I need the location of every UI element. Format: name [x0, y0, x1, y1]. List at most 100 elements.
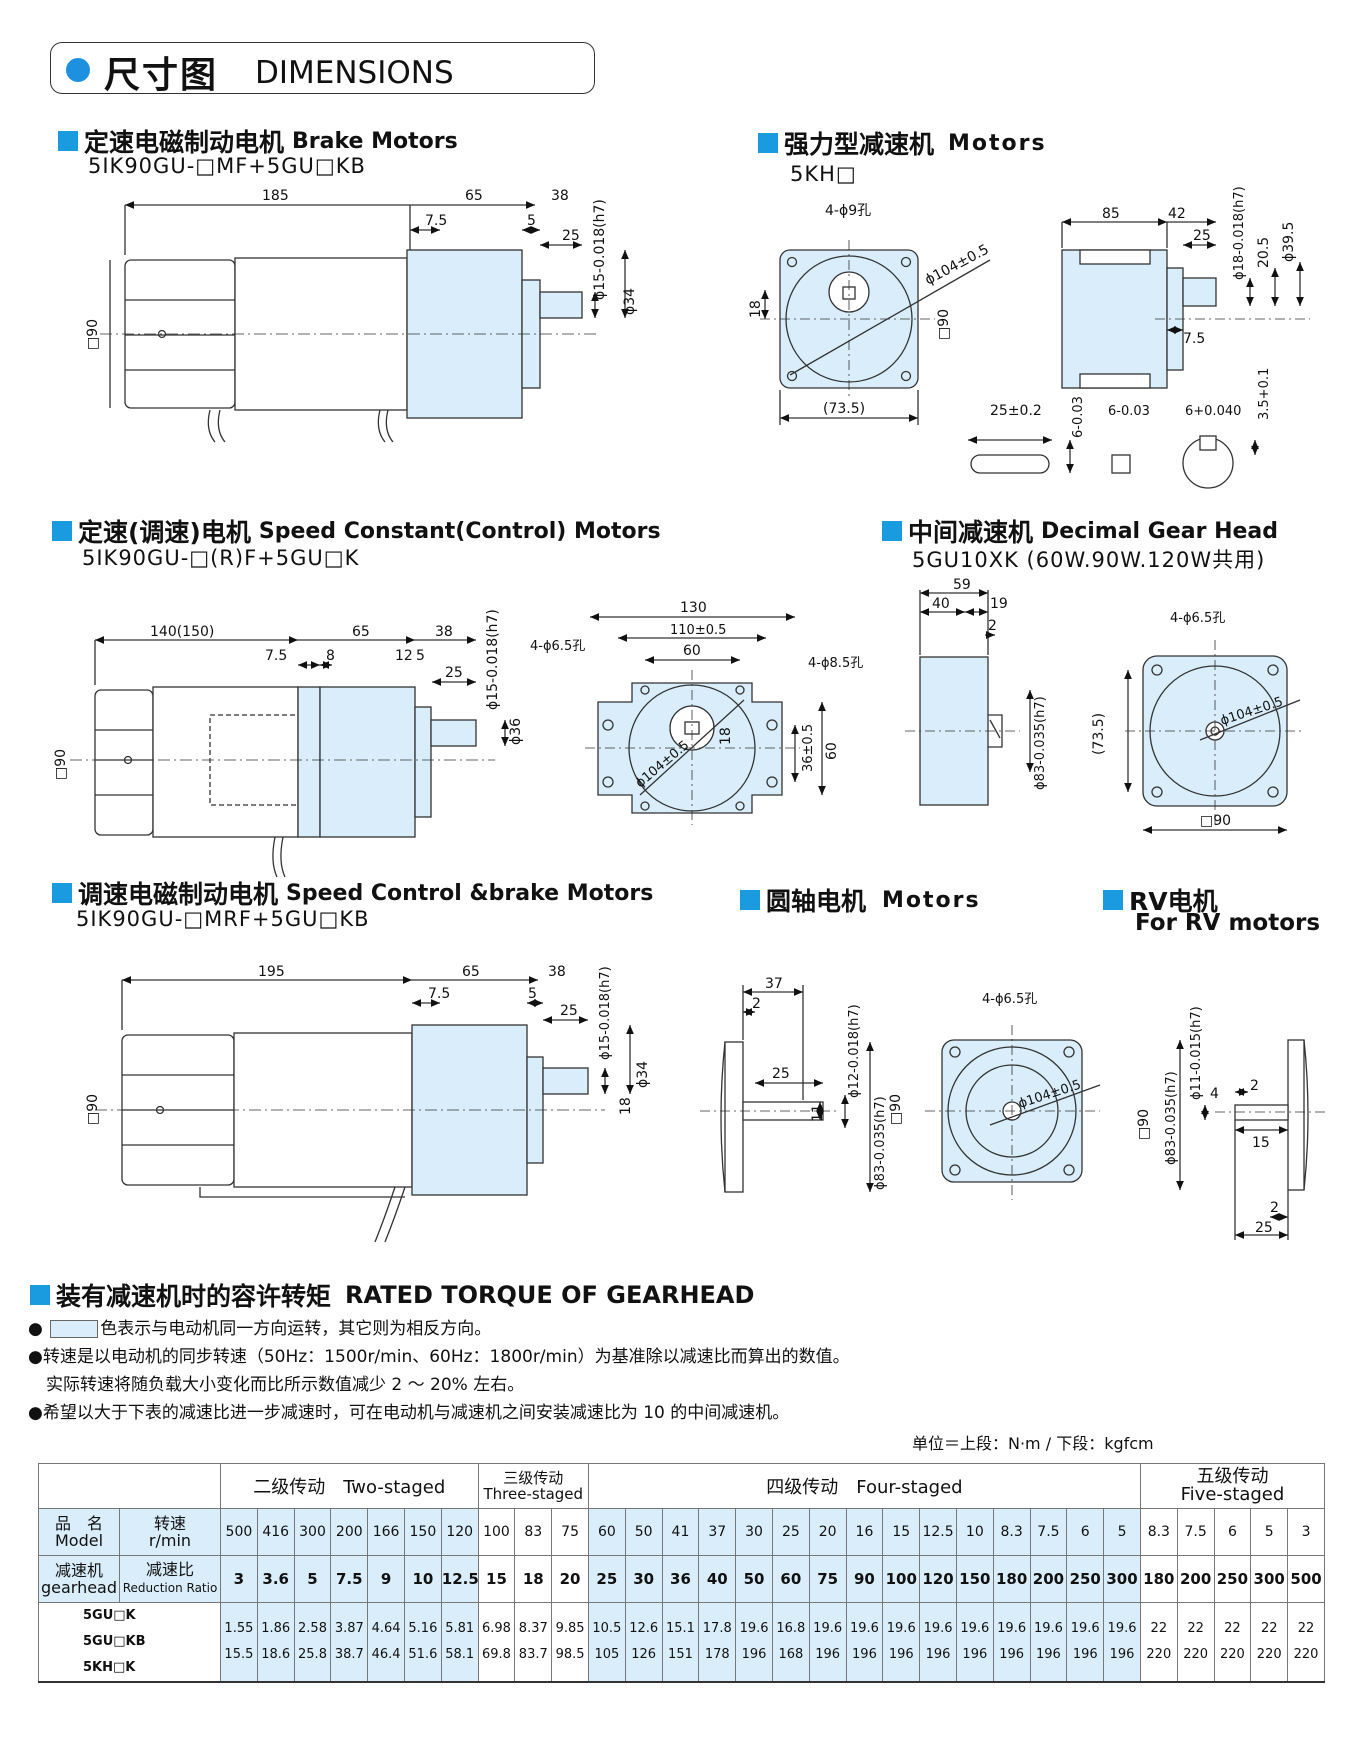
- speed-cell: 25: [771, 1508, 810, 1556]
- square-bullet-icon: [1103, 890, 1123, 910]
- drawing-round-front: [925, 1025, 1101, 1200]
- speed-cell: 3: [1287, 1508, 1325, 1556]
- group-label: 三级传动: [503, 1469, 564, 1487]
- torque-nm: 3.87: [334, 1621, 364, 1636]
- dim-text: 5: [527, 213, 536, 229]
- dim-text: 4-ϕ6.5孔: [982, 992, 1037, 1007]
- dim-text: ϕ15-0.018(h7): [592, 199, 608, 300]
- section-title-cn: RV电机: [1129, 887, 1218, 916]
- torque-kgfcm: 126: [631, 1647, 657, 1662]
- model-name: 5GU□KB: [83, 1634, 146, 1649]
- label-text: 减速比: [145, 1560, 194, 1579]
- dim-text: 7.5: [425, 213, 447, 229]
- label-text: 转速: [153, 1514, 186, 1533]
- dim-text: 130: [680, 600, 707, 616]
- torque-nm: 19.6: [1033, 1621, 1063, 1636]
- dim-text: ϕ15-0.018(h7): [485, 609, 501, 710]
- model-decimal: 5GU10XK (60W.90W.120W共用): [912, 548, 1266, 572]
- section-speed-constant: 定速(调速)电机 Speed Constant(Control) Motors: [52, 513, 661, 549]
- dim-text: 65: [352, 624, 370, 640]
- section-title-cn: 圆轴电机: [766, 887, 867, 916]
- torque-nm: 19.6: [886, 1621, 916, 1636]
- dim-text: 38: [548, 964, 566, 980]
- speed-cell: 12.5: [919, 1508, 957, 1556]
- group-label: Three-staged: [483, 1485, 584, 1503]
- drawing-strong-side: [1061, 218, 1310, 389]
- torque-kgfcm: 178: [704, 1647, 730, 1662]
- section-title-cn: 强力型减速机: [784, 130, 935, 159]
- label-text: 品 名: [54, 1514, 103, 1533]
- torque-kgfcm: 196: [1109, 1647, 1135, 1662]
- model-speed: 5IK90GU-□(R)F+5GU□K: [82, 546, 360, 570]
- dim-text: 60: [824, 742, 840, 760]
- torque-kgfcm: 168: [778, 1647, 804, 1662]
- group-four-staged: 四级传动 Four-staged: [587, 1463, 1141, 1509]
- group-label: 五级传动: [1196, 1466, 1269, 1487]
- drawing-flange-front: [585, 613, 826, 825]
- section-brake-motors: 定速电磁制动电机 Brake Motors: [58, 123, 458, 159]
- drawing-rv-motor: [1176, 1039, 1325, 1240]
- note-speed: ●转速是以电动机的同步转速（50Hz：1500r/min、60Hz：1800r/…: [28, 1347, 850, 1367]
- dim-text: ϕ36: [508, 718, 524, 745]
- group-label: Five-staged: [1180, 1484, 1285, 1505]
- note-text: 色表示与电动机同一方向运转，其它则为相反方向。: [100, 1319, 492, 1339]
- speed-cell: 30: [735, 1508, 773, 1556]
- speed-cell: 120: [440, 1508, 479, 1556]
- note-direction: ● 色表示与电动机同一方向运转，其它则为相反方向。: [28, 1319, 492, 1339]
- page-title-en: DIMENSIONS: [255, 55, 454, 91]
- torque-cell: 1.86 18.6: [256, 1602, 295, 1683]
- dim-text: ϕ83-0.035(h7): [1164, 1071, 1179, 1165]
- dim-text: 185: [262, 188, 289, 204]
- torque-kgfcm: 18.6: [261, 1647, 291, 1662]
- dim-text: 15: [1252, 1135, 1270, 1151]
- torque-nm: 9.85: [555, 1621, 585, 1636]
- ratio-cell: 10: [403, 1555, 442, 1603]
- label-text: gearhead: [40, 1578, 118, 1597]
- torque-nm: 6.98: [482, 1621, 511, 1636]
- section-title-en: Speed Constant(Control) Motors: [258, 518, 661, 544]
- torque-nm: 1.86: [261, 1621, 291, 1636]
- ratio-cell: 36: [661, 1555, 700, 1603]
- speed-cell: 150: [403, 1508, 442, 1556]
- torque-cell: 19.6 196: [735, 1602, 773, 1683]
- speed-cell: 8.3: [1139, 1508, 1178, 1556]
- rv-subtitle-en: For RV motors: [1135, 910, 1321, 936]
- ratio-cell: 5: [293, 1555, 332, 1603]
- dim-text: 18: [618, 1097, 634, 1115]
- page-title-cn: 尺寸图: [104, 55, 219, 96]
- dim-text: 25: [772, 1066, 790, 1082]
- torque-kgfcm: 220: [1256, 1647, 1282, 1662]
- torque-nm: 10.5: [592, 1621, 622, 1636]
- section-speed-brake: 调速电磁制动电机 Speed Control &brake Motors: [52, 875, 653, 911]
- speed-cell: 300: [293, 1508, 332, 1556]
- ratio-cell: 60: [771, 1555, 810, 1603]
- speed-cell: 50: [624, 1508, 663, 1556]
- dim-text: 2: [1250, 1078, 1259, 1094]
- torque-kgfcm: 151: [668, 1647, 693, 1662]
- torque-nm: 22: [1187, 1621, 1204, 1636]
- torque-kgfcm: 196: [925, 1647, 951, 1662]
- torque-nm: 5.81: [445, 1621, 475, 1636]
- torque-nm: 19.6: [813, 1621, 843, 1636]
- torque-nm: 19.6: [739, 1621, 769, 1636]
- dim-text: 6+0.040: [1185, 404, 1241, 419]
- dim-text: 85: [1102, 206, 1120, 222]
- dim-text: 2: [752, 996, 761, 1012]
- ratio-cell: 150: [955, 1555, 994, 1603]
- torque-nm: 19.6: [997, 1621, 1027, 1636]
- torque-nm: 22: [1260, 1621, 1278, 1636]
- torque-kgfcm: 196: [741, 1647, 767, 1662]
- dim-text: ϕ83-0.035(h7): [873, 1096, 888, 1190]
